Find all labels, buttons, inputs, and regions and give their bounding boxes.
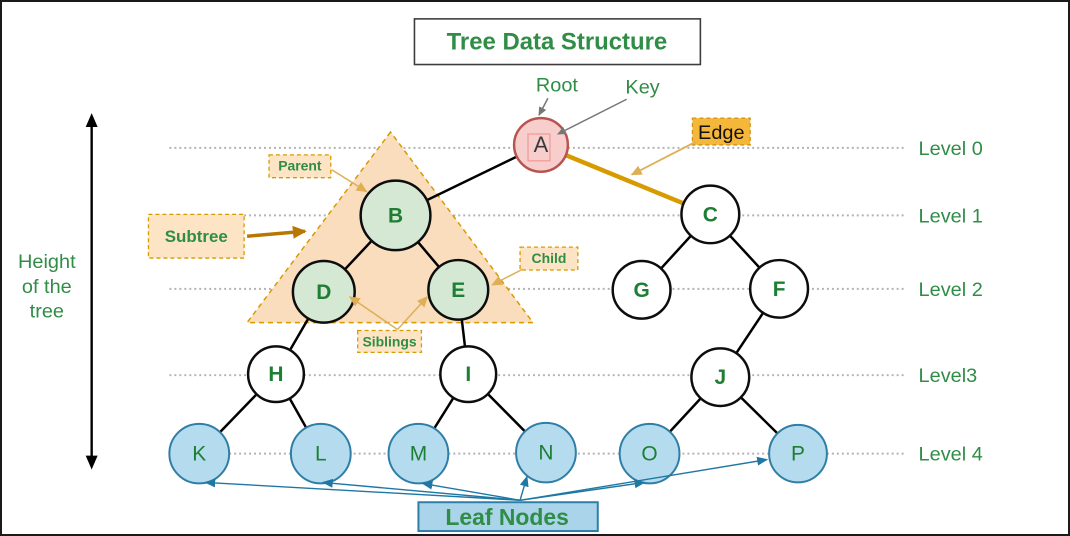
node-label-l: L: [315, 443, 327, 466]
root-label: Root: [536, 74, 579, 96]
edge-arrow: [630, 141, 696, 176]
node-label-j: J: [714, 366, 726, 389]
title-group: Tree Data Structure: [413, 18, 702, 66]
node-j: [690, 347, 751, 408]
leaf-arrow-m: [421, 480, 521, 501]
leaf-arrow-l: [321, 478, 521, 501]
node-label-e: E: [451, 279, 465, 302]
node-n: [515, 421, 577, 484]
node-o: [618, 422, 681, 485]
page-title: Tree Data Structure: [447, 29, 668, 56]
subtree-arrow: [246, 225, 307, 239]
node-i: [439, 345, 498, 404]
key-arrow: [557, 98, 627, 135]
key-rect: [527, 133, 551, 162]
node-m: [387, 422, 450, 485]
siblings-arrow-left: [348, 296, 398, 331]
node-g: [611, 259, 672, 320]
node-label-k: K: [192, 443, 206, 466]
leaf-nodes-label-box: [417, 501, 599, 533]
height-label-line3: tree: [30, 301, 64, 323]
tree-edge-a-c: [540, 142, 712, 217]
siblings-label-box: [357, 329, 423, 354]
parent-arrow: [331, 169, 368, 193]
level-label: Level3: [919, 365, 978, 387]
node-label-a: A: [534, 132, 549, 157]
height-label-line1: Height: [18, 251, 76, 273]
edge-label-box: [691, 117, 751, 146]
leaf-arrow-p: [519, 456, 769, 501]
subtree-label: Subtree: [165, 227, 228, 246]
level-label: Level 1: [919, 205, 983, 227]
node-label-m: M: [410, 443, 427, 466]
node-l: [289, 422, 352, 485]
height-label-line2: of the: [22, 276, 72, 298]
node-h: [246, 345, 306, 404]
parent-label-box: [268, 154, 332, 179]
edge-label: Edge: [698, 122, 745, 144]
leaf-arrow-k: [204, 478, 521, 501]
leaf-arrow-n: [519, 475, 529, 501]
level-label: Level 4: [919, 444, 983, 466]
level-label: Level 0: [919, 138, 983, 160]
child-label-box: [519, 246, 579, 271]
node-label-n: N: [538, 442, 553, 465]
node-label-o: O: [641, 443, 657, 466]
level-label: Level 2: [919, 279, 983, 301]
node-label-f: F: [773, 278, 786, 301]
node-label-b: B: [388, 204, 403, 227]
root-arrow: [538, 97, 549, 117]
subtree-label-box: [147, 213, 245, 259]
node-c: [680, 184, 741, 245]
node-label-i: I: [465, 363, 471, 386]
node-label-h: H: [268, 363, 283, 386]
siblings-label: Siblings: [362, 333, 416, 349]
node-k: [168, 422, 231, 485]
node-d: [291, 259, 356, 324]
title-box: [413, 18, 702, 66]
node-f: [748, 258, 810, 319]
leaf-nodes-label: Leaf Nodes: [445, 504, 568, 530]
node-b: [359, 179, 432, 252]
siblings-arrow-right: [396, 296, 429, 331]
node-label-g: G: [633, 279, 649, 302]
child-label: Child: [532, 250, 567, 266]
height-double-arrow: [85, 113, 98, 470]
node-e: [427, 258, 490, 321]
key-label: Key: [625, 76, 659, 98]
node-label-d: D: [316, 281, 331, 304]
child-arrow: [491, 268, 524, 286]
node-p: [768, 423, 828, 484]
node-label-p: P: [791, 443, 805, 466]
parent-label: Parent: [278, 158, 322, 174]
node-label-c: C: [703, 203, 718, 226]
